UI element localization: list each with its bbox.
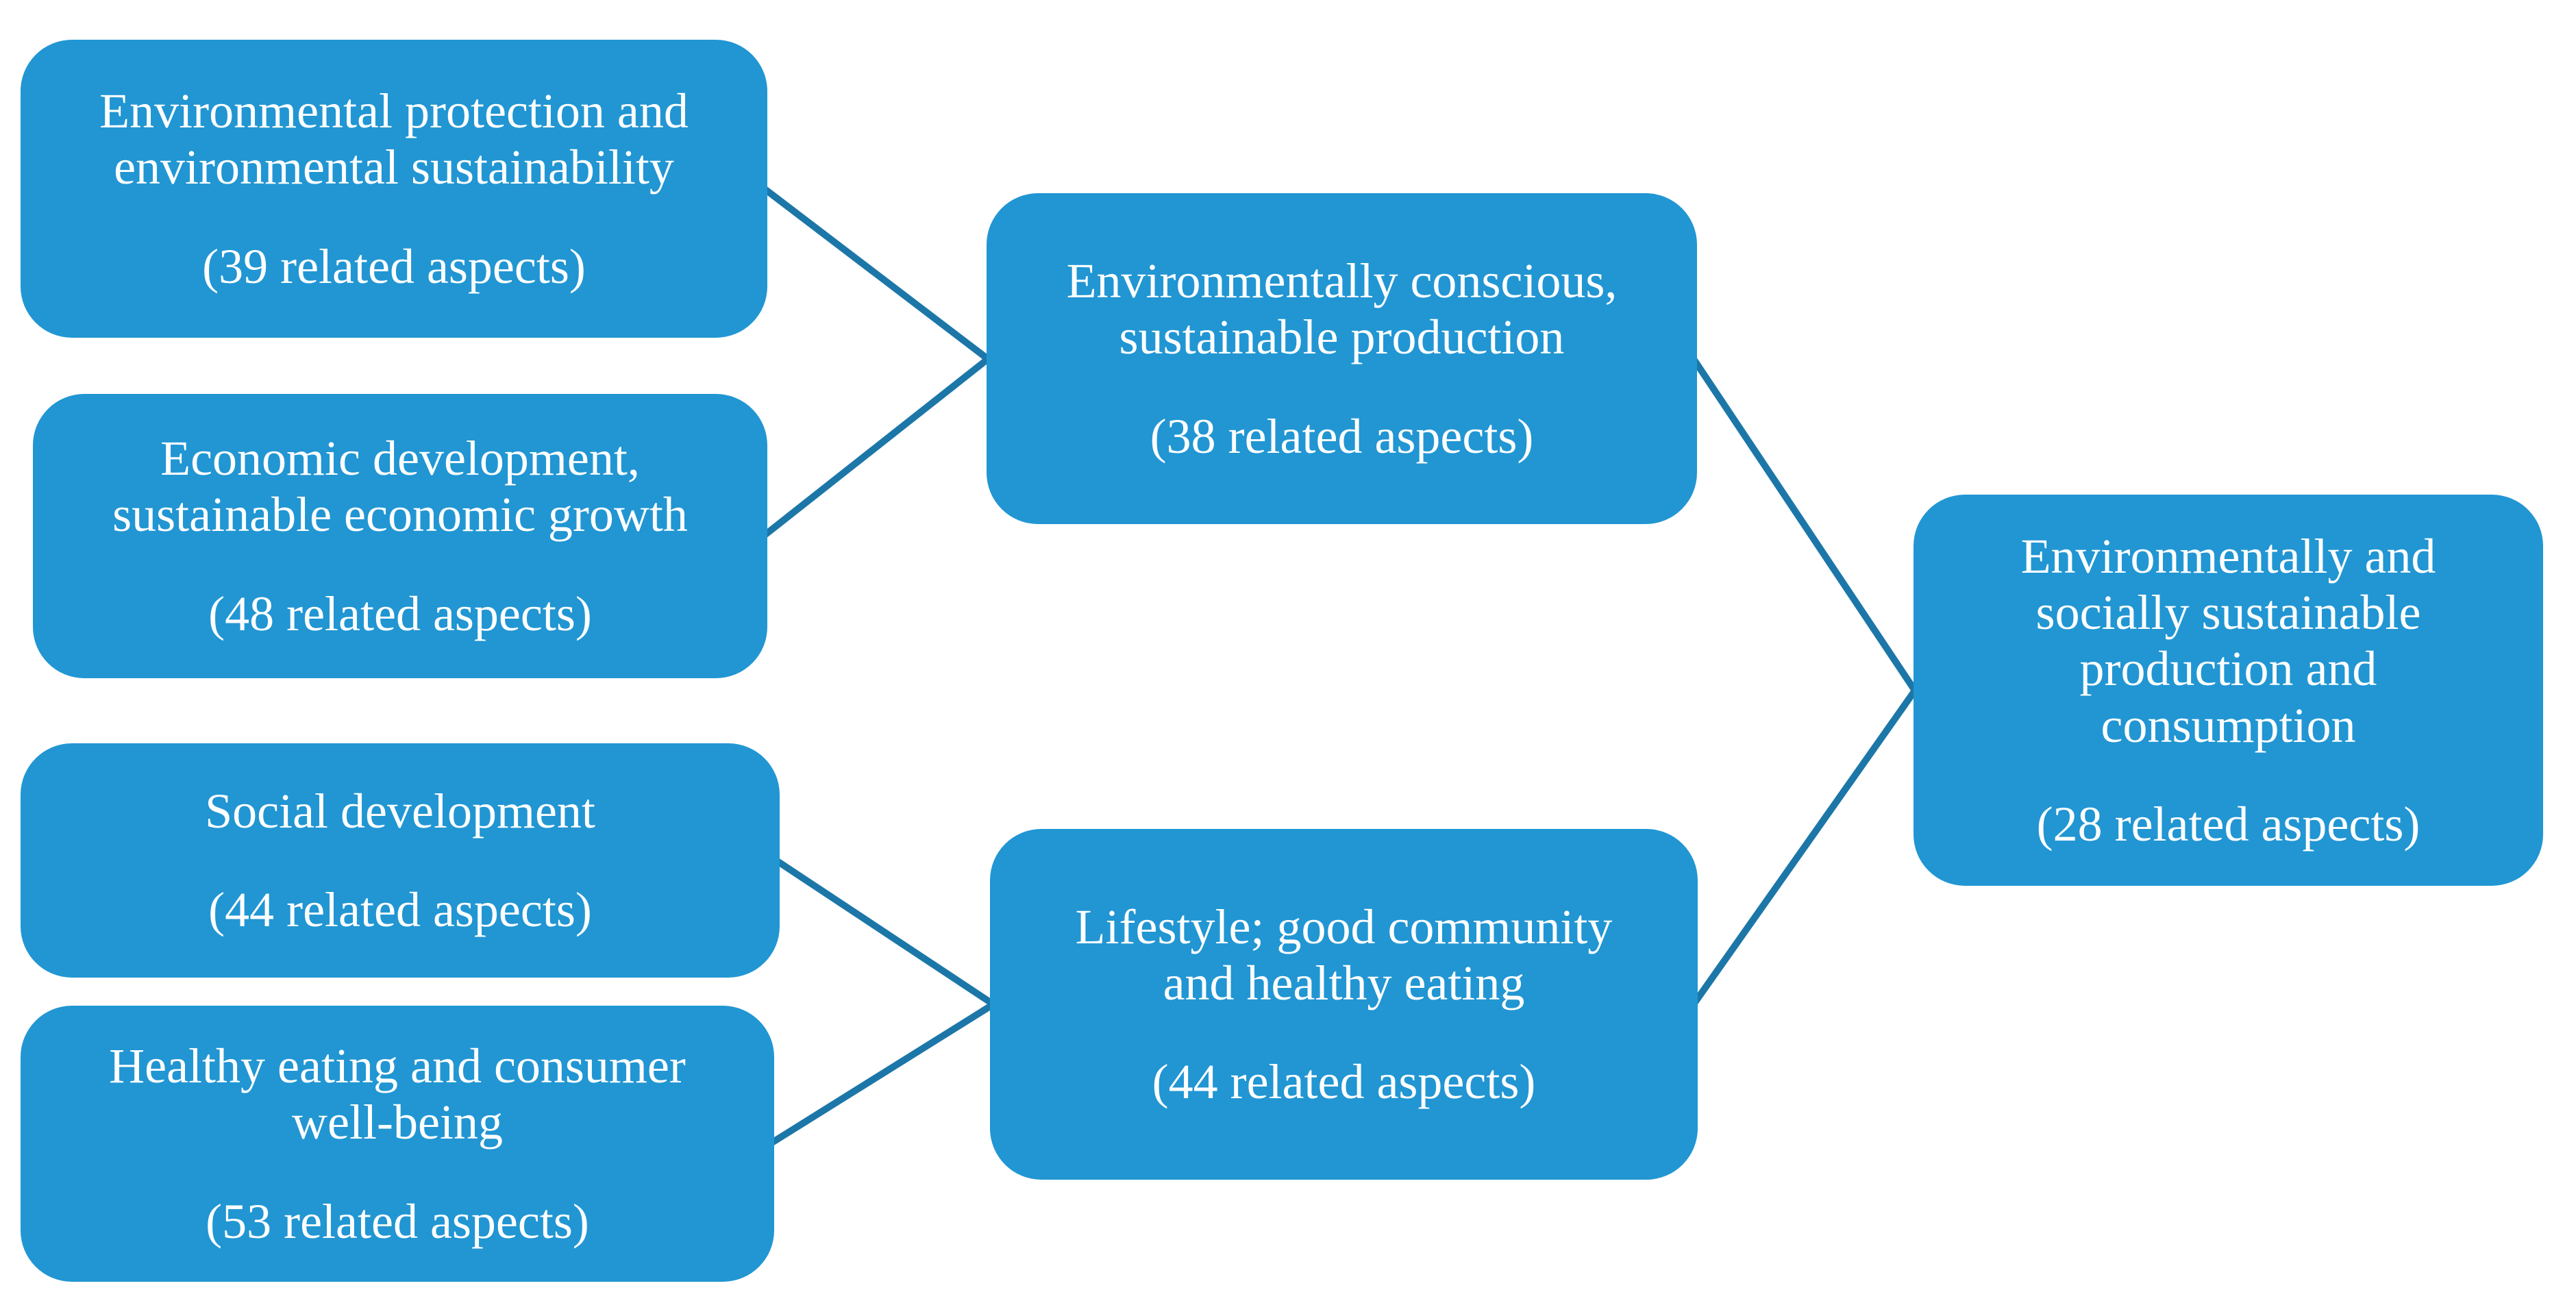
edge-sustainable-production-to-final bbox=[1690, 357, 1918, 693]
node-economic-development: Economic development, sustainable econom… bbox=[33, 394, 767, 678]
edge-healthy-eating-to-lifestyle bbox=[769, 1001, 995, 1147]
node-aspect-count: (48 related aspects) bbox=[208, 586, 592, 641]
edge-env-protection-to-sustainable-production bbox=[761, 186, 991, 362]
node-aspect-count: (44 related aspects) bbox=[208, 882, 592, 937]
node-title: Healthy eating and consumer well-being bbox=[109, 1039, 686, 1150]
node-environmental-protection: Environmental protection and environment… bbox=[21, 40, 767, 338]
edge-social-to-lifestyle bbox=[774, 857, 995, 1008]
node-title: Environmentally and socially sustainable… bbox=[2020, 529, 2436, 753]
node-sustainable-production: Environmentally conscious, sustainable p… bbox=[987, 193, 1697, 524]
edge-economic-to-sustainable-production bbox=[761, 356, 991, 538]
node-healthy-eating: Healthy eating and consumer well-being (… bbox=[21, 1006, 774, 1282]
node-aspect-count: (44 related aspects) bbox=[1152, 1054, 1536, 1110]
node-aspect-count: (38 related aspects) bbox=[1150, 408, 1534, 464]
node-aspect-count: (28 related aspects) bbox=[2036, 796, 2420, 852]
node-social-development: Social development (44 related aspects) bbox=[21, 743, 780, 978]
node-sustainable-production-consumption: Environmentally and socially sustainable… bbox=[1914, 495, 2543, 886]
node-title: Social development bbox=[205, 783, 595, 839]
edge-lifestyle-to-final bbox=[1690, 688, 1918, 1006]
node-title: Environmentally conscious, sustainable p… bbox=[1066, 253, 1618, 365]
node-title: Environmental protection and environment… bbox=[99, 84, 689, 195]
node-lifestyle-community: Lifestyle; good community and healthy ea… bbox=[990, 829, 1698, 1180]
node-aspect-count: (39 related aspects) bbox=[202, 238, 586, 294]
node-title: Lifestyle; good community and healthy ea… bbox=[1075, 899, 1613, 1010]
node-aspect-count: (53 related aspects) bbox=[206, 1193, 589, 1249]
node-title: Economic development, sustainable econom… bbox=[112, 431, 688, 543]
